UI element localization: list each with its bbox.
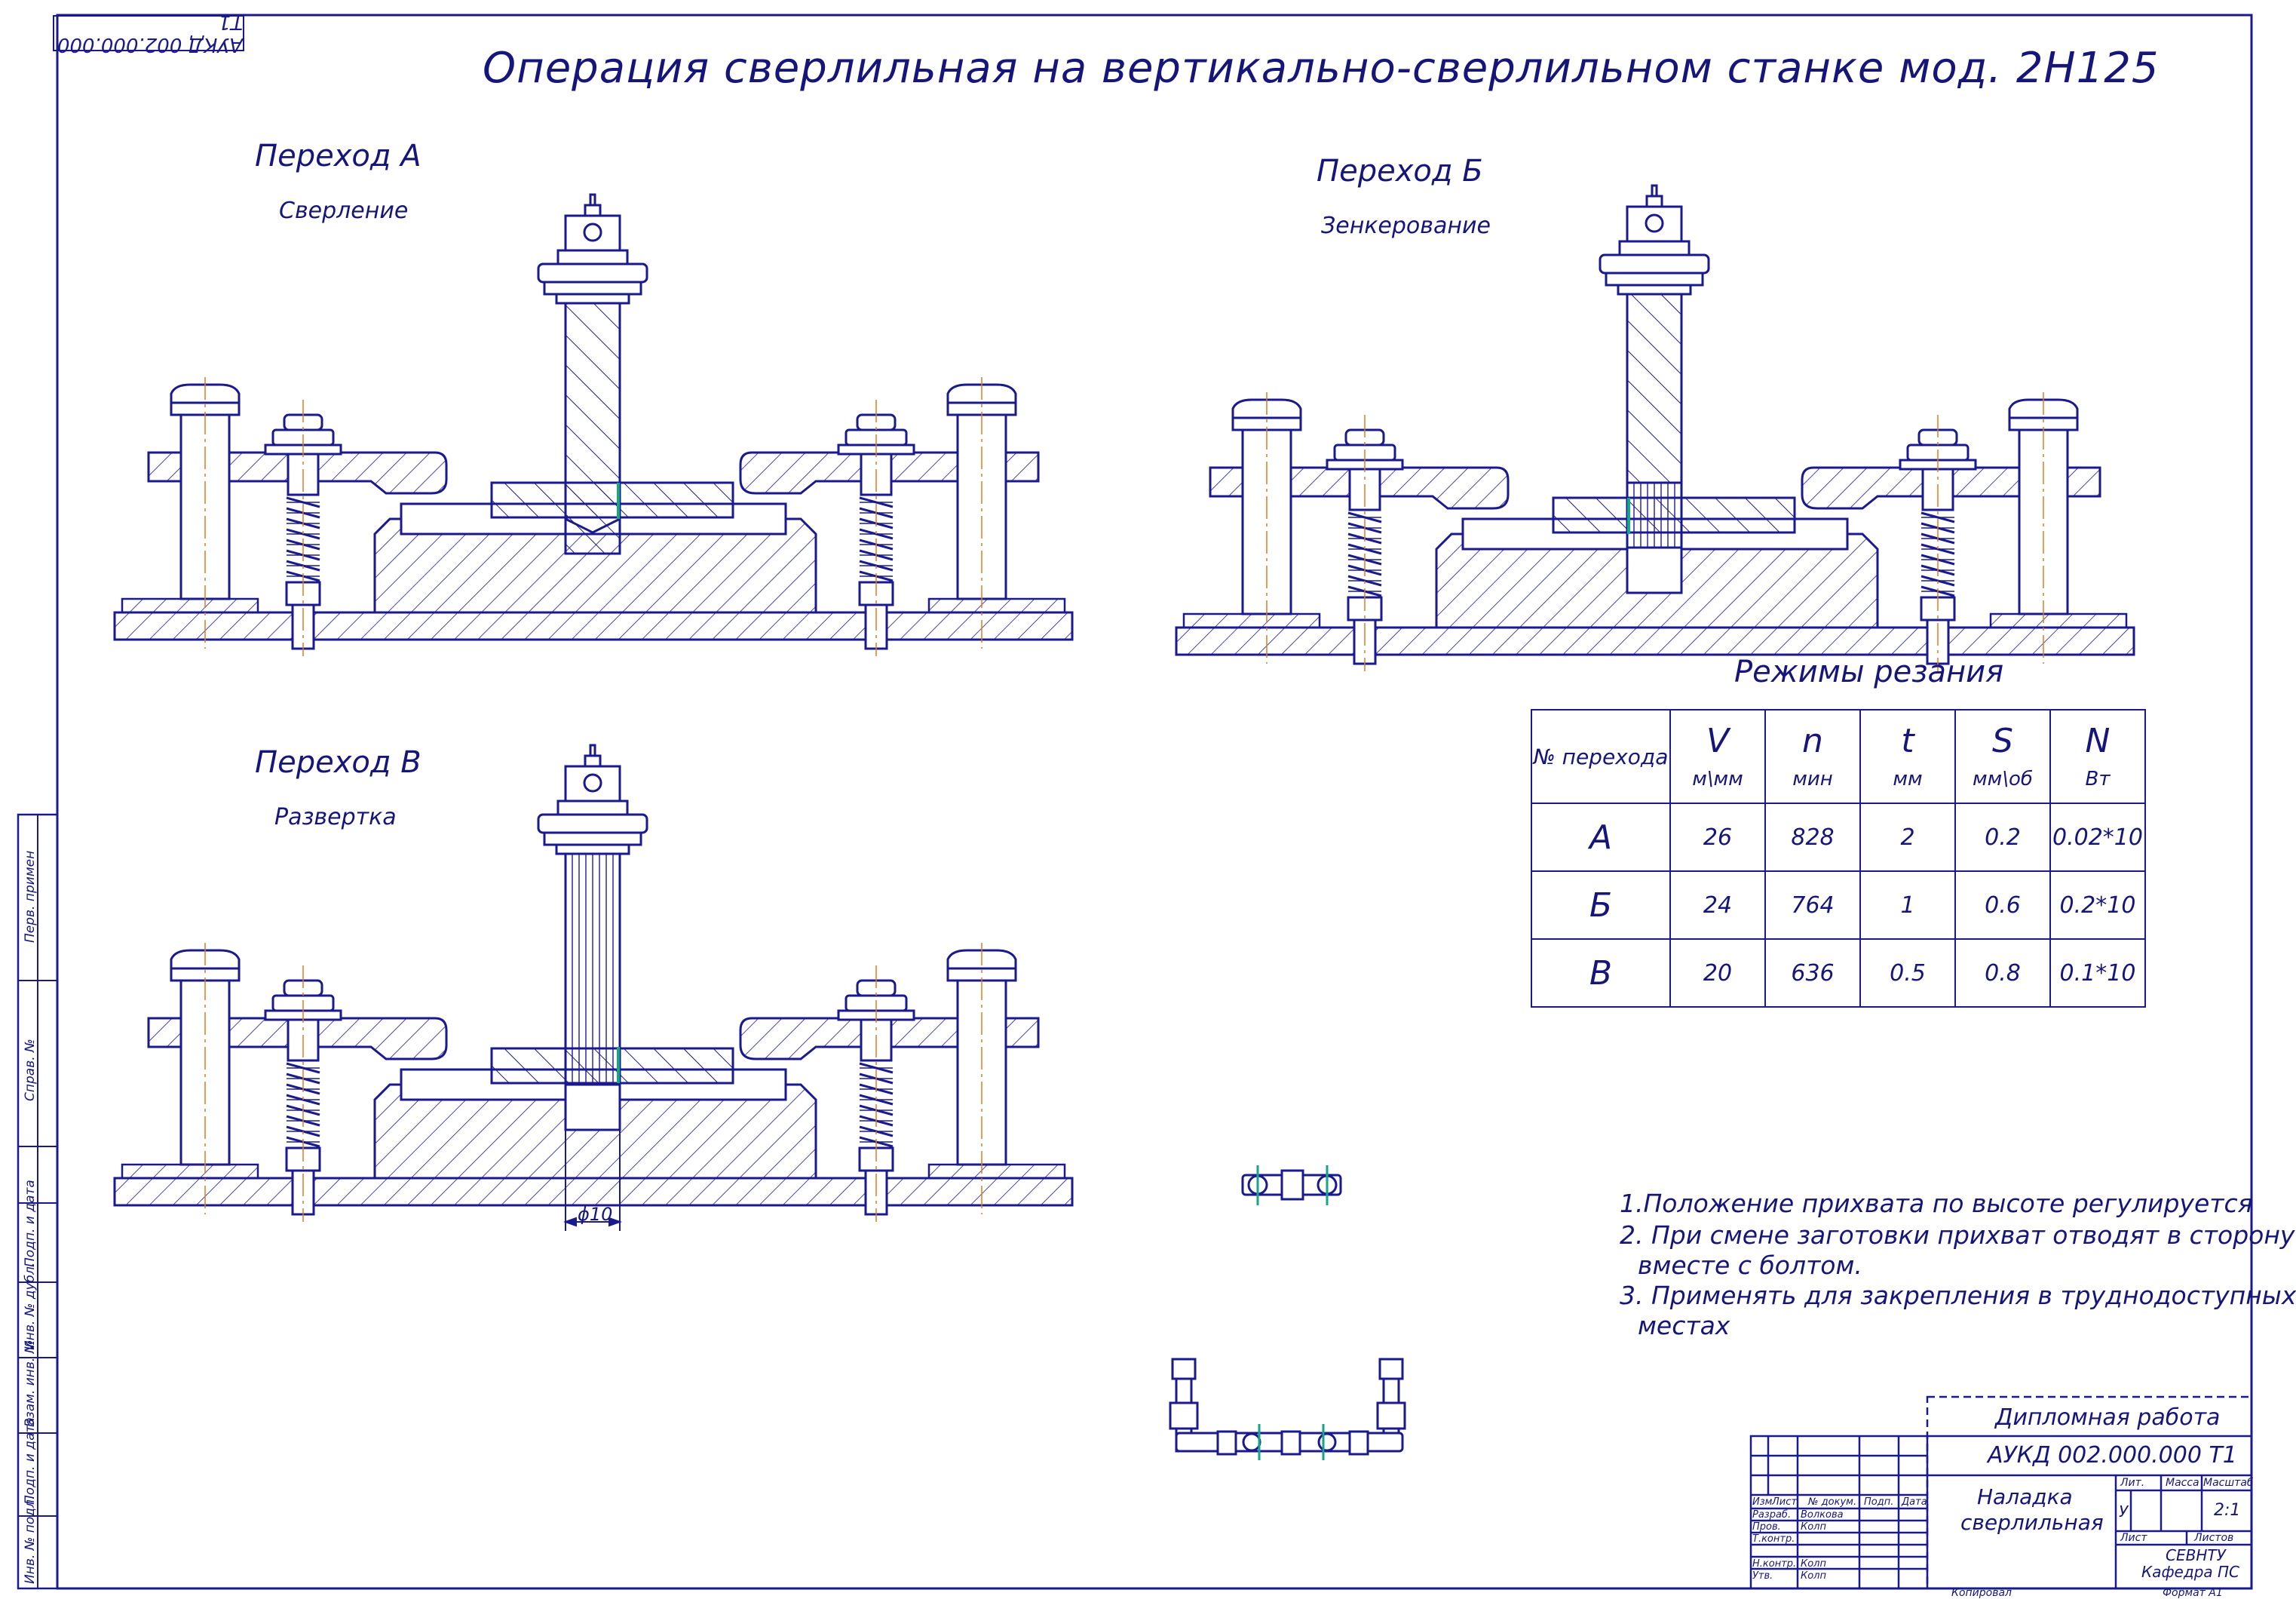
tb-name-1: Наладка (1977, 1484, 2073, 1509)
chain-detail-small (1241, 1165, 1342, 1205)
transition-a-operation: Сверление (279, 198, 409, 224)
tb-col-header: № докум. (1808, 1496, 1857, 1508)
transition-b-operation: Зенкерование (1321, 213, 1491, 239)
tb-mass-label: Масса (2166, 1477, 2199, 1489)
tb-copied: Копировал (1951, 1587, 2012, 1599)
tb-col-header: Подп. (1864, 1496, 1894, 1508)
title-block-lines (1749, 1395, 2253, 1590)
tb-sheets-label: Листов (2194, 1532, 2234, 1544)
tb-work: Дипломная работа (1995, 1404, 2221, 1431)
tb-col-header: Изм (1752, 1496, 1773, 1508)
note-3-cont: местах (1638, 1311, 1730, 1340)
tb-col-header: Дата (1902, 1496, 1927, 1508)
cutting-modes-title: Режимы резания (1734, 655, 2004, 689)
modes-row: В 20 636 0.5 0.8 0.1*10 (1531, 938, 2146, 1008)
tb-sheet-label: Лист (2120, 1532, 2147, 1544)
tb-role: Т.контр. (1752, 1533, 1795, 1545)
tb-name-2: сверлильная (1960, 1510, 2104, 1535)
tb-scale-label: Масштаб (2203, 1477, 2254, 1489)
fixture-transition-v (115, 744, 1072, 1231)
side-label: Перв. примен (23, 850, 38, 943)
modes-row: Б 24 764 1 0.6 0.2*10 (1531, 870, 2146, 940)
tb-lit-label: Лит. (2120, 1477, 2145, 1489)
doc-code-inverted: АУКД 002.000.000 Т1 (53, 11, 244, 56)
chain-detail-large (1169, 1358, 1406, 1460)
side-label: Подп. и дата (23, 1417, 38, 1505)
transition-b-heading: Переход Б (1317, 154, 1483, 189)
tb-role: Утв. (1752, 1570, 1773, 1582)
tb-role: Пров. (1752, 1521, 1781, 1533)
note-2-cont: вместе с болтом. (1638, 1251, 1862, 1280)
diameter-dimension: ϕ10 (578, 1204, 613, 1225)
tb-role: Разраб. (1752, 1509, 1792, 1521)
note-1: 1.Положение прихвата по высоте регулируе… (1620, 1189, 2253, 1218)
tb-org-2: Кафедра ПС (2141, 1563, 2239, 1581)
tb-lit-value: У (2119, 1502, 2129, 1521)
tb-col-header: Лист (1772, 1496, 1797, 1508)
drawing-title: Операция сверлильная на вертикально-свер… (483, 44, 2160, 93)
transition-v-heading: Переход В (255, 745, 421, 780)
tb-person: Колп (1801, 1570, 1826, 1582)
fixture-transition-a (115, 193, 1072, 656)
modes-row: А 26 828 2 0.2 0.02*10 (1531, 803, 2146, 872)
tb-person: Колп (1801, 1521, 1826, 1533)
tb-code: АУКД 002.000.000 Т1 (1988, 1442, 2237, 1469)
tb-format: Формат А1 (2163, 1587, 2223, 1599)
transition-a-heading: Переход А (255, 139, 421, 173)
side-label: Справ. № (23, 1039, 38, 1101)
note-3: 3. Применять для закрепления в труднодос… (1620, 1281, 2296, 1310)
tb-role: Н.контр. (1752, 1558, 1797, 1570)
side-label: Инв. № подл. (23, 1495, 38, 1584)
side-label: Инв. № дубл. (23, 1262, 38, 1350)
side-label: Подп. и дата (23, 1180, 38, 1267)
fixture-transition-b (1176, 184, 2134, 671)
side-label: Взам. инв. № (23, 1340, 38, 1427)
transition-v-operation: Развертка (274, 804, 397, 830)
modes-header-transition: № перехода (1531, 709, 1671, 804)
tb-person: Волкова (1801, 1509, 1844, 1521)
tb-org-1: СЕВНТУ (2166, 1546, 2226, 1564)
note-2: 2. При смене заготовки прихват отводят в… (1620, 1220, 2295, 1250)
tb-person: Колп (1801, 1558, 1826, 1570)
tb-scale-value: 2:1 (2214, 1501, 2241, 1520)
